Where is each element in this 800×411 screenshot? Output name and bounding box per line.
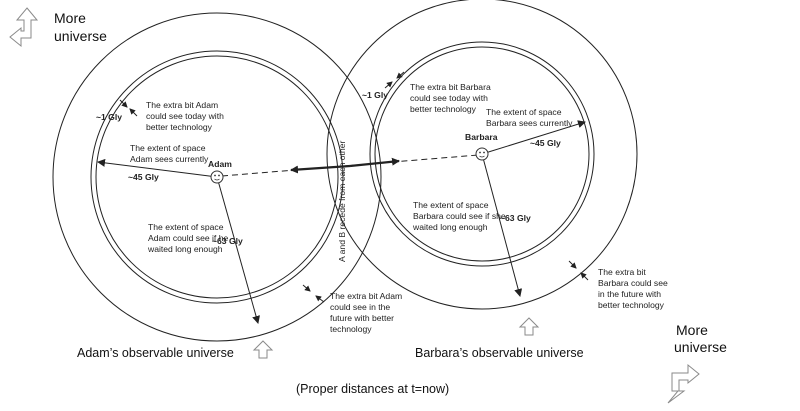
barbara-current-radius [481,120,586,155]
top-left-more-label: More [54,10,86,26]
adam-future-tech-text: The extra bit Adam could see in the futu… [330,291,405,334]
barbara-smiley-icon [475,147,489,161]
recede-arrow-left [290,164,351,174]
adam-outer-circle [52,12,382,342]
adam-current-distance-label: ~45 Gly [128,172,159,182]
adam-name-label: Adam [208,159,232,169]
adam-observable-universe-caption: Adam’s observable universe [77,346,234,360]
barbara-outer-circle [326,0,638,310]
adam-smiley-icon [210,170,224,184]
bottom-right-more-label: More [676,322,708,338]
barbara-name-label: Barbara [465,132,498,142]
adam-caption-up-arrow-icon [252,340,274,359]
barbara-circles [326,0,638,310]
barbara-extra-circle [369,41,595,267]
top-left-corner-arrow-icon [9,7,39,48]
barbara-observable-universe-caption: Barbara’s observable universe [415,346,584,360]
adam-sees-currently-text: The extent of space Adam sees currently [130,143,209,164]
barbara-future-radius [481,153,523,297]
adam-today-bit-label: ~1 Gly [96,112,122,122]
bottom-right-universe-label: universe [674,339,727,355]
barbara-future-tech-text: The extra bit Barbara could see in the f… [598,267,670,310]
adam-if-waited-text: The extent of space Adam could see if he… [147,222,231,254]
separation-dashed-line [221,154,479,177]
adam-current-radius [97,158,218,178]
barbara-sees-currently-text: The extent of space Barbara sees current… [486,107,573,128]
barbara-inner-circle [374,46,590,262]
adam-future-radius [216,176,260,324]
barbara-if-waited-text: The extent of space Barbara could see if… [412,200,508,232]
top-left-universe-label: universe [54,28,107,44]
adam-today-tech-text: The extra bit Adam could see today with … [146,100,226,132]
barbara-today-bit-label: ~1 Gly [362,90,388,100]
adam-future-distance-label: ~63 Gly [212,236,243,246]
recede-label: A and B recede from each other [337,141,347,262]
adam-inner-circle [95,55,339,299]
bottom-right-corner-arrow-icon [667,363,700,404]
barbara-today-tech-text: The extra bit Barbara could see today wi… [410,82,493,114]
recede-arrow-right [349,157,400,168]
barbara-current-distance-label: ~45 Gly [530,138,561,148]
adam-circles [52,12,382,342]
barbara-future-distance-label: ~63 Gly [500,213,531,223]
adam-extra-circle [90,50,344,304]
thickness-tick-arrows [119,71,589,303]
barbara-caption-up-arrow-icon [518,317,540,336]
footer-note: (Proper distances at t=now) [296,382,449,396]
